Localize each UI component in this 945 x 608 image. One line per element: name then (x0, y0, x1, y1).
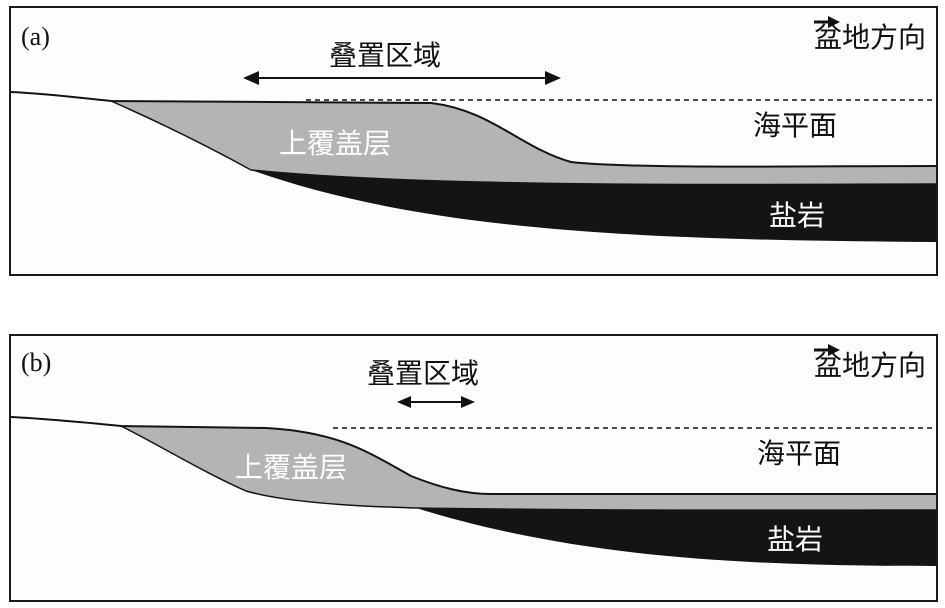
overlap-arrow (243, 71, 561, 85)
overlap-label: 叠置区域 (329, 39, 442, 72)
panel-tag: (a) (21, 22, 50, 51)
arrow-right-icon (813, 344, 840, 356)
overburden-base-line (120, 425, 936, 511)
sea-level-label: 海平面 (757, 437, 842, 470)
overburden-layer (111, 101, 936, 185)
panel-a: (a) 叠置区域 盆地方向 海平面 上覆盖层 盐岩 (9, 6, 938, 276)
salt-label: 盐岩 (767, 523, 824, 556)
salt-layer (251, 170, 936, 242)
basin-direction-label: 盆地方向 (813, 21, 926, 54)
overburden-layer (121, 426, 936, 511)
overlap-label: 叠置区域 (367, 357, 480, 390)
arrow-right-icon (813, 16, 840, 28)
panel-tag: (b) (21, 348, 52, 377)
basin-direction: 盆地方向 (813, 344, 926, 384)
cross-section-b (11, 396, 936, 566)
salt-label: 盐岩 (769, 199, 826, 232)
overburden-base-line (110, 100, 936, 186)
sea-level-label: 海平面 (753, 109, 838, 142)
panel-b: (b) 叠置区域 盆地方向 海平面 上覆盖层 盐岩 (9, 334, 938, 602)
basin-direction-label: 盆地方向 (813, 349, 926, 382)
salt-layer (416, 508, 936, 566)
overburden-label: 上覆盖层 (279, 127, 392, 160)
seafloor-profile (11, 416, 936, 495)
seafloor-profile (11, 91, 936, 168)
basin-direction: 盆地方向 (813, 16, 926, 56)
cross-section-a (11, 71, 936, 242)
overlap-arrow (397, 396, 475, 408)
overburden-label: 上覆盖层 (235, 451, 348, 484)
